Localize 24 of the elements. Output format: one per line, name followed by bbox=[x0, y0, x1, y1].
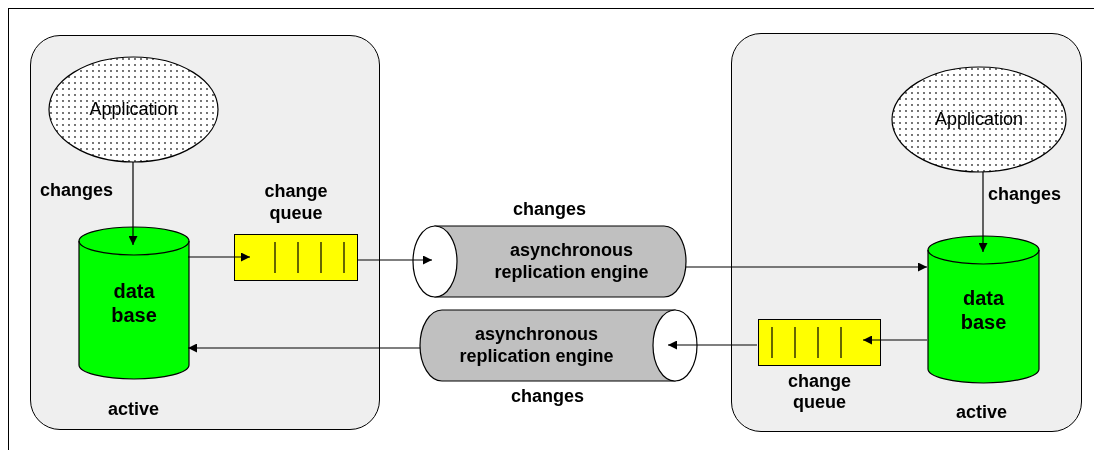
system-panel bbox=[731, 33, 1082, 432]
node-caption: changes bbox=[513, 199, 587, 221]
node-label: active bbox=[108, 399, 160, 421]
arrow bbox=[978, 171, 988, 253]
arrow bbox=[667, 340, 758, 350]
node-label: data base bbox=[110, 279, 158, 327]
node-label: data base bbox=[959, 285, 1008, 334]
node-label: asynchronous replication engine bbox=[458, 323, 615, 368]
arrow bbox=[187, 252, 251, 262]
node-label: change queue bbox=[787, 370, 852, 414]
arrow bbox=[356, 255, 433, 265]
arrow bbox=[128, 161, 138, 246]
arrow bbox=[685, 262, 928, 272]
system-panel bbox=[30, 35, 380, 430]
node-caption: changes bbox=[511, 386, 585, 408]
node-label: Application bbox=[89, 98, 178, 121]
edge-label: changes bbox=[40, 180, 114, 202]
node-label: Application bbox=[934, 108, 1024, 131]
edge-label: changes bbox=[988, 184, 1062, 206]
arrow bbox=[187, 343, 421, 353]
node-label: active bbox=[956, 402, 1008, 424]
arrow bbox=[862, 335, 928, 345]
node-label: change queue bbox=[263, 181, 329, 225]
node-label: asynchronous replication engine bbox=[493, 239, 650, 284]
